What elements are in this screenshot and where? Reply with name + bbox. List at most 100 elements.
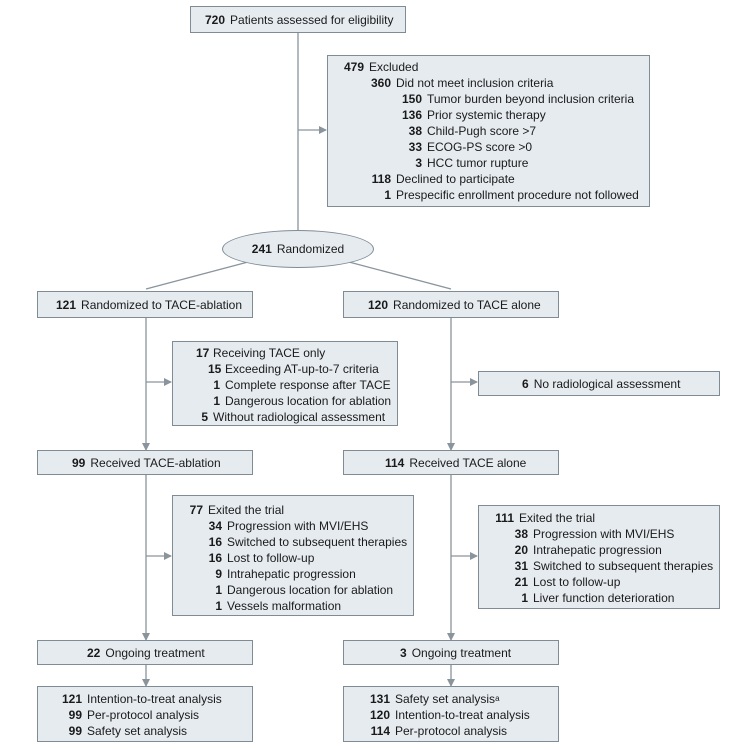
right-randomized-label: Randomized to TACE alone bbox=[393, 297, 541, 312]
right-randomized-box: 120 Randomized to TACE alone bbox=[343, 291, 559, 318]
footnote-marker: a bbox=[495, 694, 500, 703]
item-label: ECOG-PS score >0 bbox=[427, 140, 533, 154]
item-label: Dangerous location for ablation bbox=[225, 394, 392, 408]
right-side2-count: 111 bbox=[495, 511, 514, 525]
list-item: 1 Liver function deterioration bbox=[489, 590, 719, 606]
right-received-box: 114 Received TACE alone bbox=[343, 450, 559, 475]
item-label: Switched to subsequent therapies bbox=[533, 559, 714, 573]
right-randomized-count: 120 bbox=[368, 297, 389, 312]
assessed-label: Patients assessed for eligibility bbox=[230, 12, 394, 27]
item-label: Intrahepatic progression bbox=[533, 543, 662, 557]
item-count: 3 bbox=[415, 156, 422, 170]
item-count: 16 bbox=[208, 535, 222, 549]
item-count: 1 bbox=[384, 188, 391, 202]
item-label: Prespecific enrollment procedure not fol… bbox=[396, 188, 639, 202]
item-count: 20 bbox=[514, 543, 528, 557]
excluded-count: 479 bbox=[343, 60, 364, 74]
list-item: 99 Safety set analysis bbox=[60, 723, 252, 739]
item-count: 15 bbox=[208, 362, 222, 376]
item-label: Safety set analysis bbox=[87, 724, 188, 738]
left-side1-label: Receiving TACE only bbox=[213, 346, 326, 360]
item-label: Declined to participate bbox=[396, 172, 515, 186]
item-count: 99 bbox=[68, 724, 82, 738]
item-label: Safety set analysis bbox=[395, 692, 496, 706]
item-label: Per-protocol analysis bbox=[87, 708, 200, 722]
item-count: 38 bbox=[514, 527, 528, 541]
left-randomized-box: 121 Randomized to TACE-ablation bbox=[37, 291, 253, 318]
assessed-box: 720 Patients assessed for eligibility bbox=[190, 6, 406, 33]
randomized-label: Randomized bbox=[276, 242, 345, 256]
item-count: 9 bbox=[215, 567, 222, 581]
right-ongoing-label: Ongoing treatment bbox=[411, 645, 512, 660]
right-side1-count: 6 bbox=[522, 376, 529, 391]
left-side2-header: 77 Exited the trial bbox=[184, 502, 413, 518]
left-exited-box: 77 Exited the trial 34 Progression with M… bbox=[172, 495, 414, 616]
left-received-label: Received TACE-ablation bbox=[90, 455, 221, 470]
left-side1-header: 17 Receiving TACE only bbox=[196, 345, 397, 361]
left-side2-items: 34 Progression with MVI/EHS 16 Switched to … bbox=[184, 518, 413, 614]
item-label: Exceeding AT-up-to-7 criteria bbox=[225, 362, 379, 376]
item-label: Lost to follow-up bbox=[227, 551, 315, 565]
item-label: Progression with MVI/EHS bbox=[227, 519, 369, 533]
left-ongoing-count: 22 bbox=[87, 645, 101, 660]
left-randomized-label: Randomized to TACE-ablation bbox=[81, 297, 243, 312]
right-ongoing-count: 3 bbox=[400, 645, 407, 660]
item-label: Complete response after TACE bbox=[225, 378, 391, 392]
item-count: 114 bbox=[370, 724, 390, 738]
assessed-count: 720 bbox=[205, 12, 226, 27]
left-side2-label: Exited the trial bbox=[208, 503, 285, 517]
left-received-count: 99 bbox=[72, 455, 86, 470]
list-item: 1 Prespecific enrollment procedure not fo… bbox=[342, 187, 649, 203]
right-received-count: 114 bbox=[385, 455, 405, 470]
item-count: 1 bbox=[521, 591, 528, 605]
item-count: 1 bbox=[215, 599, 222, 613]
right-side2-items: 38 Progression with MVI/EHS 20 Intrahepatic… bbox=[489, 526, 719, 606]
right-no-assessment-box: 6 No radiological assessment bbox=[478, 371, 720, 396]
excluded-label: Excluded bbox=[369, 60, 419, 74]
item-label: Prior systemic therapy bbox=[427, 108, 546, 122]
item-label: Intention-to-treat analysis bbox=[395, 708, 530, 722]
item-count: 360 bbox=[370, 76, 391, 90]
item-label: Switched to subsequent therapies bbox=[227, 535, 408, 549]
left-side2-count: 77 bbox=[189, 503, 203, 517]
item-label: HCC tumor rupture bbox=[427, 156, 529, 170]
item-count: 1 bbox=[213, 378, 220, 392]
item-count: 21 bbox=[514, 575, 528, 589]
item-count: 31 bbox=[514, 559, 528, 573]
item-label: Progression with MVI/EHS bbox=[533, 527, 675, 541]
item-count: 131 bbox=[369, 692, 390, 706]
item-count: 33 bbox=[408, 140, 422, 154]
randomized-oval: 241 Randomized bbox=[222, 230, 374, 268]
item-count: 5 bbox=[201, 410, 208, 424]
item-count: 34 bbox=[208, 519, 222, 533]
item-count: 150 bbox=[401, 92, 422, 106]
left-randomized-count: 121 bbox=[56, 297, 77, 312]
item-label: Liver function deterioration bbox=[533, 591, 675, 605]
right-side1-label: No radiological assessment bbox=[533, 376, 681, 391]
list-item: 33 ECOG-PS score >0 bbox=[342, 139, 649, 155]
right-side2-header: 111 Exited the trial bbox=[489, 510, 719, 526]
list-item: 34 Progression with MVI/EHS bbox=[184, 518, 413, 534]
item-count: 121 bbox=[61, 692, 82, 706]
left-ongoing-box: 22 Ongoing treatment bbox=[37, 640, 253, 665]
list-item: 3 HCC tumor rupture bbox=[342, 155, 649, 171]
list-item: 1 Complete response after TACE bbox=[196, 377, 397, 393]
